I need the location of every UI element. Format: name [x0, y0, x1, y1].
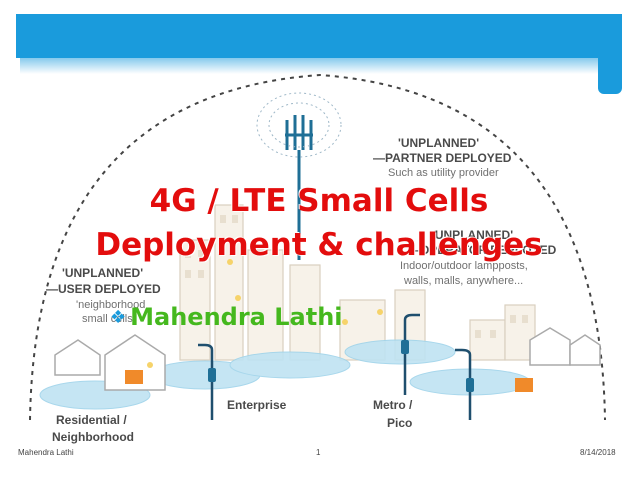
- footer-page-number: 1: [316, 448, 321, 457]
- slide-title-line-1: 4G / LTE Small Cells: [149, 183, 489, 219]
- operator-note-2: walls, malls, anywhere...: [404, 275, 524, 287]
- operator-title: 'UNPLANNED': [432, 228, 514, 242]
- user-note-2: small cells': [82, 313, 135, 325]
- author-line: ❖Mahendra Lathi: [110, 303, 343, 331]
- house-right: [104, 334, 166, 391]
- zone-metro-1: Metro /: [373, 398, 413, 412]
- partner-note: Such as utility provider: [388, 167, 499, 179]
- operator-sub: —OPERATOR DEPLOYED: [408, 243, 557, 257]
- city-windows: [185, 215, 528, 338]
- user-note-1: 'neighborhood: [76, 299, 146, 311]
- partner-sub: —PARTNER DEPLOYED: [373, 151, 512, 165]
- zone-enterprise: Enterprise: [227, 398, 287, 412]
- operator-note-1: Indoor/outdoor lampposts,: [400, 260, 528, 272]
- slide-title-line-2: Deployment & challenges: [95, 227, 543, 263]
- device-markers: [147, 259, 383, 368]
- cell-tower: [285, 115, 313, 260]
- author-name: Mahendra Lathi: [130, 303, 343, 331]
- bullet-icon: ❖: [110, 307, 127, 328]
- house-far-right: [529, 327, 601, 366]
- zone-residential-2: Neighborhood: [52, 430, 134, 444]
- metro-device: [515, 378, 533, 392]
- user-sub: —USER DEPLOYED: [46, 282, 161, 296]
- header-bar-fade: [20, 44, 598, 74]
- house-device: [125, 370, 143, 384]
- lampposts: [198, 313, 472, 420]
- footer-date: 8/14/2018: [580, 448, 616, 457]
- zone-metro-2: Pico: [387, 416, 413, 430]
- tower-signal-rings: [256, 92, 342, 158]
- user-title: 'UNPLANNED': [62, 266, 144, 280]
- header-bar-cap: [598, 14, 622, 94]
- house-left: [54, 339, 101, 376]
- footer-author: Mahendra Lathi: [18, 448, 74, 457]
- lamppost-cells: [208, 340, 474, 392]
- partner-title: 'UNPLANNED': [398, 136, 480, 150]
- zone-residential-1: Residential /: [56, 413, 127, 427]
- coverage-dome: [29, 73, 606, 421]
